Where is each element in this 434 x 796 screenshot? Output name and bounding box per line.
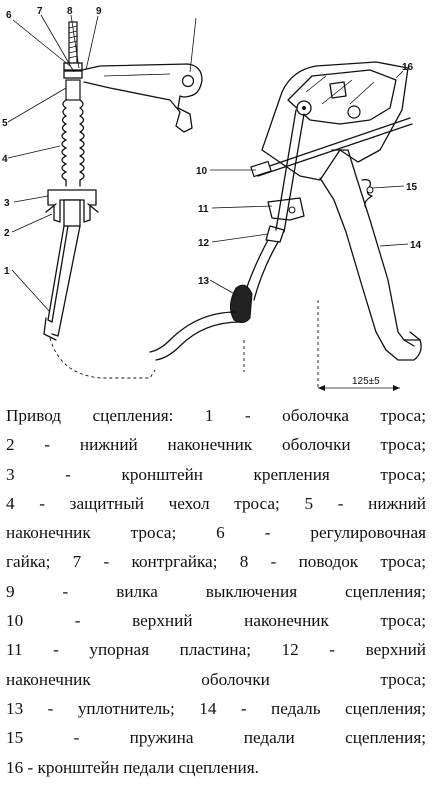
callout-13: 13 [198,276,210,287]
caption-line: 10 - верхний наконечник троса; [6,611,426,631]
callout-16: 16 [402,62,414,73]
callout-5: 5 [2,118,8,129]
caption-line: Привод сцепления: 1 - оболочка троса; [6,406,426,425]
caption-line: наконечник троса; 6 - регулировочная [6,523,426,543]
callout-6: 6 [6,10,12,21]
caption-line: наконечник оболочки троса; [6,669,426,689]
callout-11: 11 [198,204,209,215]
callout-4: 4 [2,154,8,165]
callout-2: 2 [4,228,10,239]
leader-lines [7,14,409,313]
callout-3: 3 [4,198,10,209]
caption-line: 3 - кронштейн крепления троса; [6,464,426,484]
caption-line: гайка; 7 - контргайка; 8 - поводок троса… [6,552,426,572]
callout-7: 7 [37,6,43,17]
callout-numbers: 6 7 8 9 5 4 3 2 1 10 11 12 13 14 15 16 [2,6,422,287]
caption-line: 11 - упорная пластина; 12 - верхний [6,640,426,660]
callout-14: 14 [410,240,422,251]
clutch-drive-diagram: 125±5 6 7 8 9 5 4 3 2 1 10 11 12 13 14 [2,6,422,391]
diagram-caption: Привод сцепления: 1 - оболочка троса; 2 … [6,401,426,782]
callout-12: 12 [198,238,210,249]
caption-line: 13 - уплотнитель; 14 - педаль сцепления; [6,698,426,718]
left-cable-assembly [43,21,156,379]
dimension-label: 125±5 [352,376,380,387]
caption-line: 15 - пружина педали сцепления; [6,728,426,748]
caption-line: 16 - кронштейн педали сцепления. [6,757,259,777]
callout-10: 10 [196,166,208,177]
caption-line: 2 - нижний наконечник оболочки троса; [6,435,426,455]
caption-line: 4 - защитный чехол троса; 5 - нижний [6,493,426,513]
clutch-fork [81,63,203,133]
callout-15: 15 [406,182,418,193]
callout-8: 8 [67,6,73,17]
callout-9: 9 [96,6,102,17]
caption-line: 9 - вилка выключения сцепления; [6,581,426,601]
callout-1: 1 [4,266,10,277]
pedal-assembly: 125±5 [149,61,422,391]
